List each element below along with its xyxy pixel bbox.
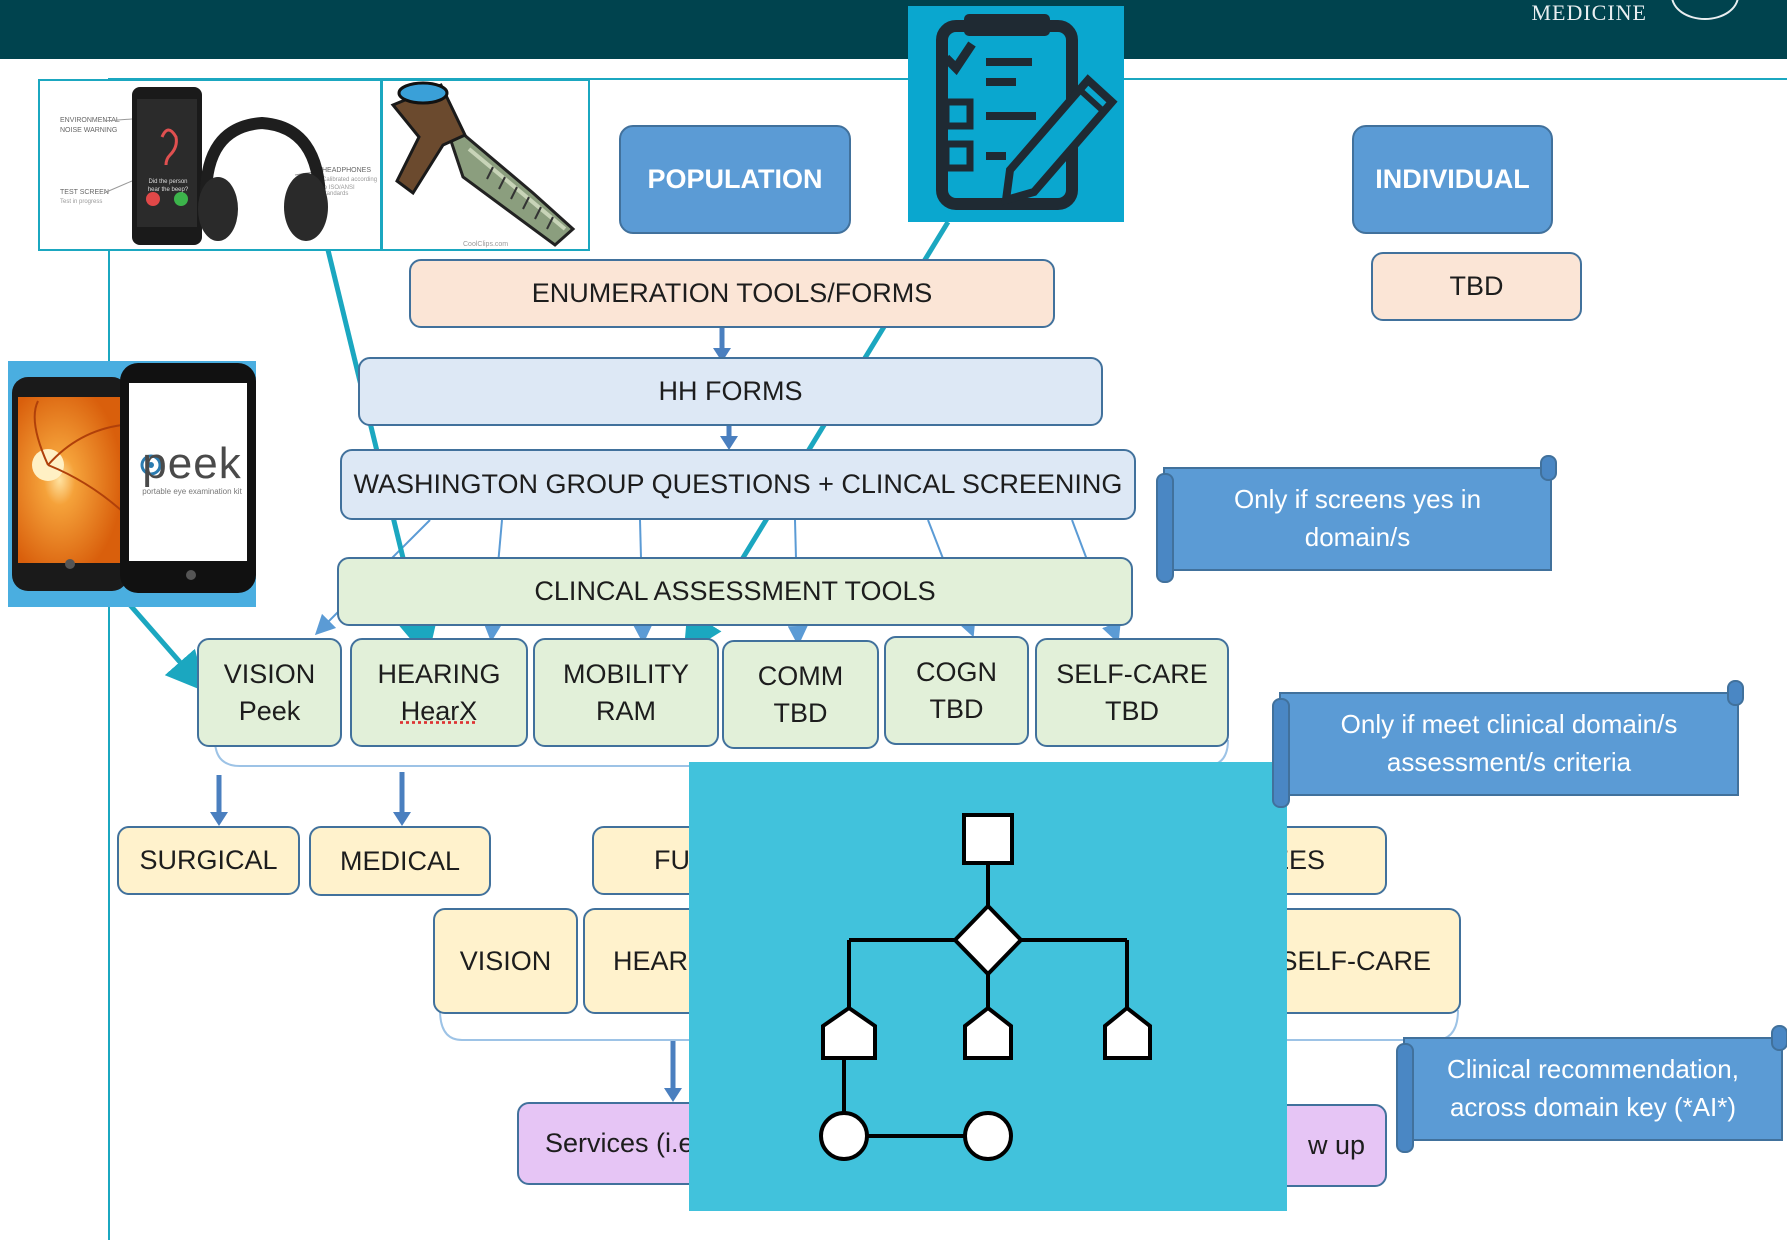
individual-node[interactable]: INDIVIDUAL [1352, 125, 1553, 234]
clinical-assessment-tools-node[interactable]: CLINCAL ASSESSMENT TOOLS [337, 557, 1133, 626]
domain-title: SELF-CARE [1056, 656, 1208, 692]
otoscope-icon [383, 81, 590, 251]
domain-tool: HearX [401, 693, 478, 729]
domain-title: COMM [758, 658, 843, 694]
enumeration-tools-node[interactable]: ENUMERATION TOOLS/FORMS [409, 259, 1055, 328]
follow-up-node-label: w up [1308, 1127, 1365, 1163]
population-node[interactable]: POPULATION [619, 125, 851, 234]
hearing-app-image: ENVIRONMENTAL NOISE WARNING TEST SCREEN … [38, 79, 382, 251]
domain-tool: TBD [774, 695, 828, 731]
note-screens-yes: Only if screens yes in domain/s [1163, 467, 1552, 571]
domain-comm-node[interactable]: COMM TBD [722, 640, 879, 749]
medical-node[interactable]: MEDICAL [309, 826, 491, 896]
domain-title: VISION [224, 656, 316, 692]
otoscope-caption: CoolClips.com [463, 241, 508, 248]
surgical-node[interactable]: SURGICAL [117, 826, 300, 895]
domain-vision-node[interactable]: VISION Peek [197, 638, 342, 747]
note-clinical-criteria: Only if meet clinical domain/s assessmen… [1279, 692, 1739, 796]
peek-image: peek portable eye examination kit [8, 361, 256, 607]
domain-tool: Peek [239, 693, 301, 729]
domain-title: HEARING [377, 656, 500, 692]
flowchart-icon [689, 762, 1287, 1211]
domain-tool: RAM [596, 693, 656, 729]
smartphone-and-headphones-icon [40, 81, 382, 251]
flowchart-tile [689, 762, 1287, 1211]
domain-title: COGN [916, 654, 997, 690]
domain-tool: TBD [930, 691, 984, 727]
functional-selfcare-node[interactable]: SELF-CARE [1270, 908, 1461, 1014]
washington-group-node[interactable]: WASHINGTON GROUP QUESTIONS + CLINCAL SCR… [340, 449, 1136, 520]
functional-vision-node[interactable]: VISION [433, 908, 578, 1014]
individual-tbd-node[interactable]: TBD [1371, 252, 1582, 321]
clipboard-checklist-icon [908, 6, 1124, 222]
peek-tagline: portable eye examination kit [134, 487, 250, 496]
domain-cogn-node[interactable]: COGN TBD [884, 636, 1029, 745]
domain-title: MOBILITY [563, 656, 689, 692]
domain-tool: TBD [1105, 693, 1159, 729]
functional-node-label: FU [654, 842, 690, 878]
checklist-tile [908, 6, 1124, 222]
note-clinical-recommendation: Clinical recommendation, across domain k… [1403, 1037, 1783, 1141]
domain-selfcare-node[interactable]: SELF-CARE TBD [1035, 638, 1229, 747]
hh-forms-node[interactable]: HH FORMS [358, 357, 1103, 426]
functional-hearing-label: HEARI [613, 943, 696, 979]
domain-mobility-node[interactable]: MOBILITY RAM [533, 638, 719, 747]
otoscope-image: CoolClips.com [381, 79, 590, 251]
domain-hearing-node[interactable]: HEARING HearX [350, 638, 528, 747]
hearing-app-question: Did the person [138, 179, 198, 185]
services-node-label: Services (i.e [545, 1125, 694, 1161]
hearing-app-question-2: hear the beep? [138, 187, 198, 193]
peek-logo: peek [134, 439, 250, 489]
